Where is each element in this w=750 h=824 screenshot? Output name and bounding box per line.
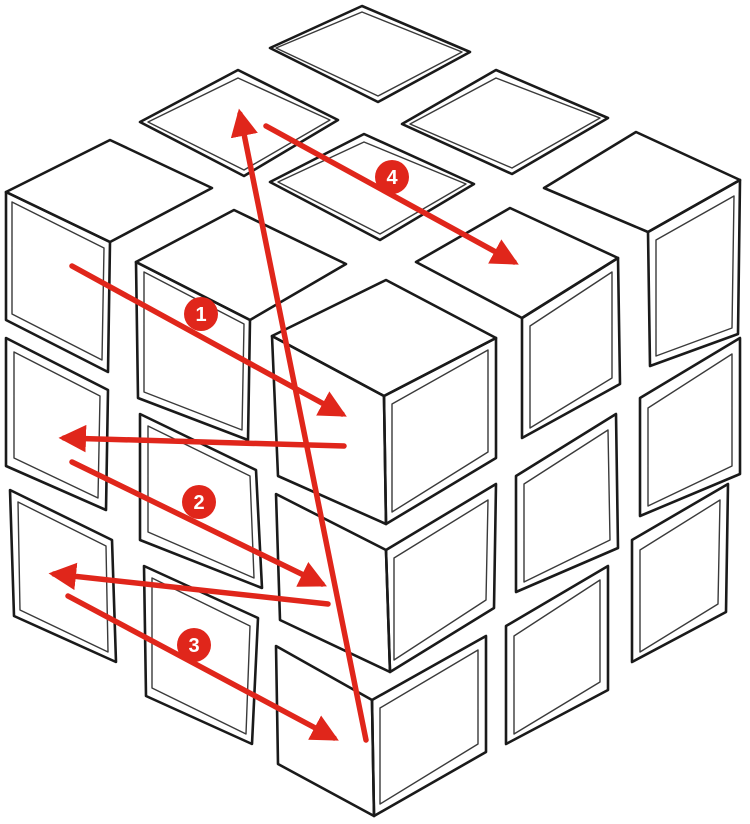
move-arrows: [48, 108, 519, 743]
top-cubie-front-corner: [270, 278, 498, 526]
arrow-step-3: [65, 593, 339, 741]
arrow-diagonal-up: [230, 108, 369, 743]
top-cubie-right-corner: [542, 130, 742, 368]
arrow-step-2: [69, 459, 327, 587]
step-badge-3-circle: [177, 628, 211, 662]
arrow-return-1: [58, 424, 347, 453]
step-label-2: 2: [193, 492, 204, 514]
top-cubie-left-back: [138, 68, 340, 178]
step-badge-2: 2: [182, 485, 216, 519]
top-cubie-center: [268, 132, 476, 242]
top-cubie-back: [268, 4, 472, 104]
right-face: [504, 336, 742, 746]
step-label-1: 1: [195, 304, 206, 326]
step-badge-4: 4: [375, 160, 409, 194]
step-badge-4-circle: [375, 160, 409, 194]
step-badge-2-circle: [182, 485, 216, 519]
step-label-3: 3: [188, 635, 199, 657]
step-badge-1-circle: [184, 297, 218, 331]
arrow-step-4: [263, 123, 519, 265]
arrow-return-2: [48, 562, 331, 607]
top-cubie-left-corner: [4, 138, 214, 374]
front-column: [274, 482, 498, 818]
top-face: [4, 4, 742, 526]
top-cubie-front-right: [414, 206, 622, 440]
top-cubie-right-back: [400, 68, 610, 176]
left-face: [4, 336, 264, 746]
step-label-4: 4: [386, 167, 398, 189]
arrow-step-1: [69, 263, 347, 417]
step-badge-1: 1: [184, 297, 218, 331]
top-cubie-front-left: [134, 208, 348, 442]
step-badge-3: 3: [177, 628, 211, 662]
